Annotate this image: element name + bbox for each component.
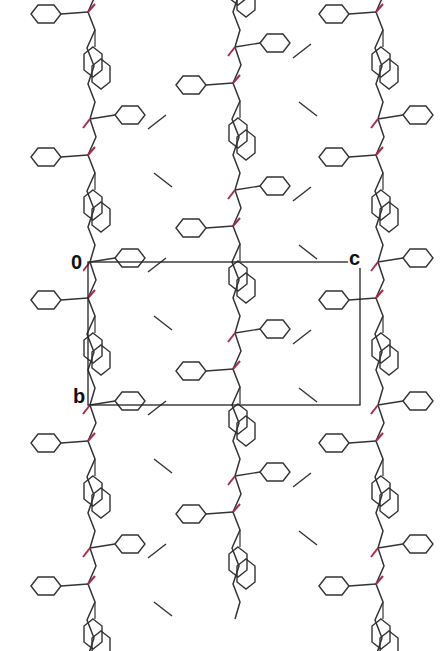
axis-label: c (348, 248, 361, 268)
axis-label: b (72, 386, 86, 406)
unit-cell (88, 262, 360, 405)
axis-label: 0 (70, 252, 83, 272)
